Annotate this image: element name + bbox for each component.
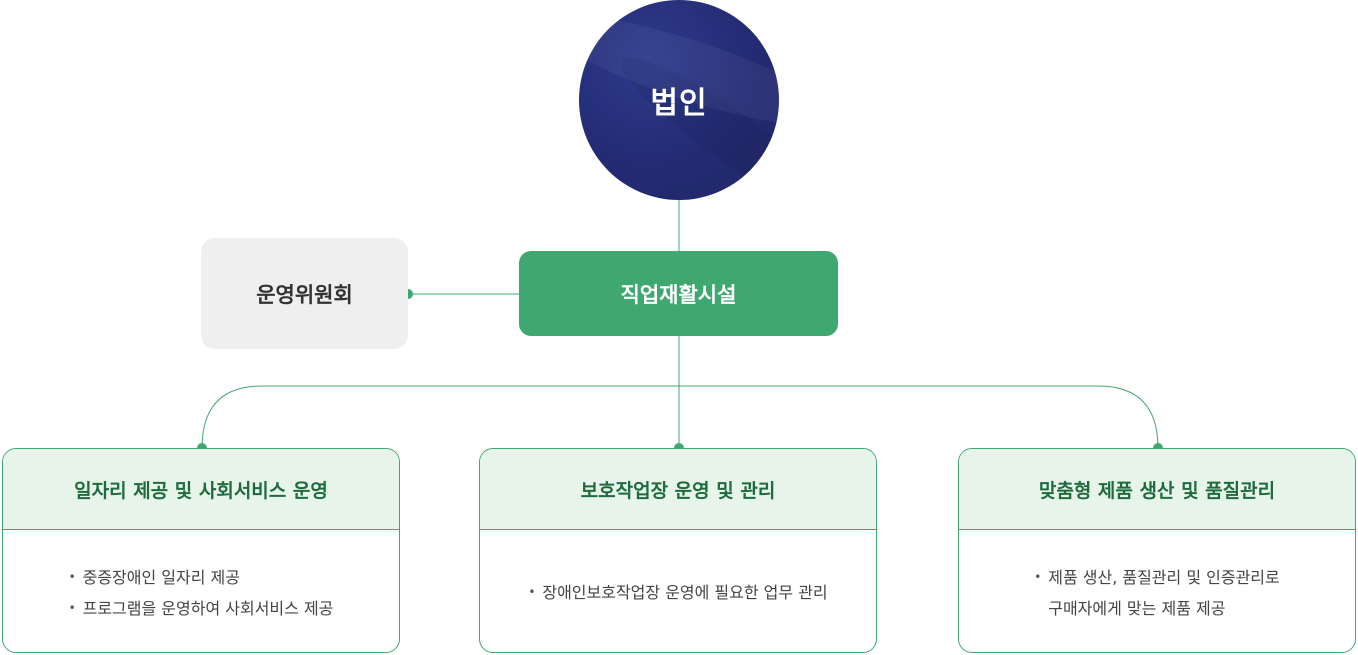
card-workshop: 보호작업장 운영 및 관리 장애인보호작업장 운영에 필요한 업무 관리	[479, 448, 877, 653]
card-body: 제품 생산, 품질관리 및 인증관리로 구매자에게 맞는 제품 제공	[959, 530, 1355, 652]
card-jobs: 일자리 제공 및 사회서비스 운영 중증장애인 일자리 제공 프로그램을 운영하…	[2, 448, 400, 653]
list-item-continuation: 구매자에게 맞는 제품 제공	[1048, 598, 1226, 618]
card-list: 중증장애인 일자리 제공 프로그램을 운영하여 사회서비스 제공	[69, 562, 334, 624]
committee-label: 운영위원회	[256, 282, 353, 307]
list-item: 프로그램을 운영하여 사회서비스 제공	[69, 593, 334, 624]
facility-label: 직업재활시설	[620, 282, 737, 307]
card-products: 맞춤형 제품 생산 및 품질관리 제품 생산, 품질관리 및 인증관리로 구매자…	[958, 448, 1356, 653]
card-title: 일자리 제공 및 사회서비스 운영	[3, 449, 399, 530]
corporation-label: 법인	[650, 86, 708, 121]
card-list: 장애인보호작업장 운영에 필요한 업무 관리	[528, 577, 827, 608]
corporation-node: 법인	[579, 0, 779, 200]
card-body: 중증장애인 일자리 제공 프로그램을 운영하여 사회서비스 제공	[3, 530, 399, 652]
committee-node: 운영위원회	[201, 238, 408, 349]
list-item: 장애인보호작업장 운영에 필요한 업무 관리	[528, 577, 827, 608]
card-body: 장애인보호작업장 운영에 필요한 업무 관리	[480, 530, 876, 652]
facility-node: 직업재활시설	[519, 251, 838, 336]
card-title: 맞춤형 제품 생산 및 품질관리	[959, 449, 1355, 530]
list-item-line: 제품 생산, 품질관리 및 인증관리로	[1048, 567, 1280, 587]
list-item: 중증장애인 일자리 제공	[69, 562, 334, 593]
list-item: 제품 생산, 품질관리 및 인증관리로 구매자에게 맞는 제품 제공	[1034, 562, 1280, 624]
card-title: 보호작업장 운영 및 관리	[480, 449, 876, 530]
card-list: 제품 생산, 품질관리 및 인증관리로 구매자에게 맞는 제품 제공	[1034, 562, 1280, 624]
